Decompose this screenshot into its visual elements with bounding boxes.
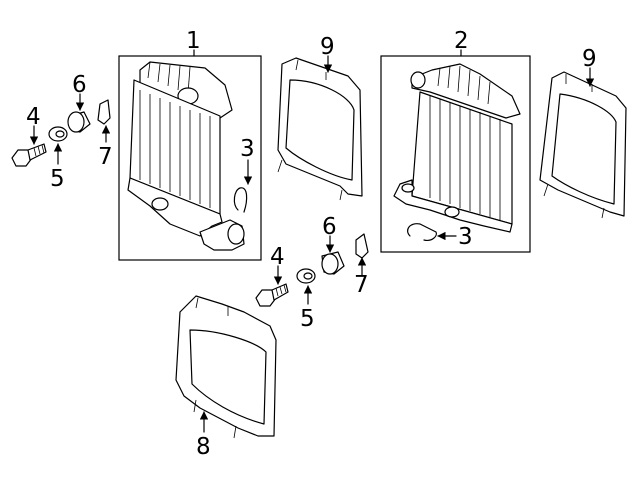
bolt-4-middle[interactable]	[255, 283, 289, 307]
lower-shroud-8[interactable]	[175, 295, 277, 439]
callout-6-left: 6	[72, 72, 87, 98]
callout-3-right: 3	[458, 224, 473, 250]
air-shroud-9-right[interactable]	[539, 71, 627, 219]
washer-5-left[interactable]	[48, 126, 68, 142]
air-shroud-9-left[interactable]	[277, 57, 363, 201]
callout-4-left: 4	[26, 104, 41, 130]
intercooler-1[interactable]	[127, 61, 245, 251]
callout-7-middle: 7	[354, 272, 369, 298]
callout-6-middle: 6	[322, 214, 337, 240]
callout-5-left: 5	[50, 166, 65, 192]
callout-7-left: 7	[98, 144, 113, 170]
washer-5-middle[interactable]	[296, 268, 316, 284]
callout-9-left: 9	[320, 34, 335, 60]
intercooler-2[interactable]	[393, 63, 521, 233]
clip-7-left[interactable]	[97, 99, 111, 125]
hose-clamp-3-right[interactable]	[407, 223, 437, 241]
callout-9-right: 9	[582, 46, 597, 72]
hose-clamp-3-left[interactable]	[233, 187, 248, 213]
grommet-6-left[interactable]	[67, 111, 91, 133]
callout-4-middle: 4	[270, 244, 285, 270]
bolt-4-left[interactable]	[11, 143, 47, 167]
grommet-6-middle[interactable]	[321, 251, 345, 275]
callout-2: 2	[454, 28, 469, 54]
callout-3-left: 3	[240, 136, 255, 162]
callout-1: 1	[186, 28, 201, 54]
intercooler-2-box	[380, 55, 531, 253]
clip-7-middle[interactable]	[355, 233, 369, 259]
callout-5-middle: 5	[300, 306, 315, 332]
intercooler-1-box	[118, 55, 262, 261]
callout-8: 8	[196, 434, 211, 460]
